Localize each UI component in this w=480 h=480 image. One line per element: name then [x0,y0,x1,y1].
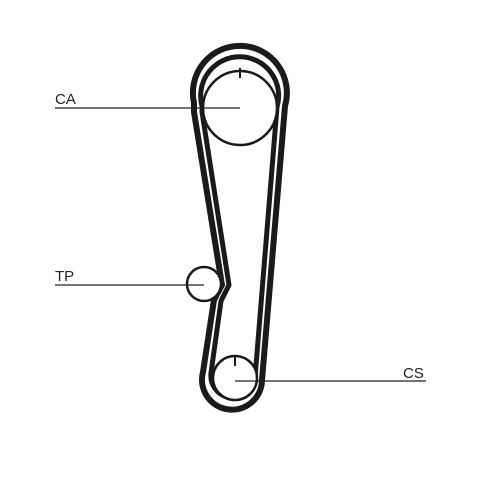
crankshaft-pulley [211,354,259,402]
tensioner-label: TP [55,268,74,285]
tensioner-pulley [185,265,223,303]
crankshaft-label: CS [403,365,424,382]
camshaft-label: CA [55,91,76,108]
camshaft-pulley [201,68,279,147]
tensioner-pulley-circle [185,265,223,303]
belt-outer-edge [189,42,290,413]
